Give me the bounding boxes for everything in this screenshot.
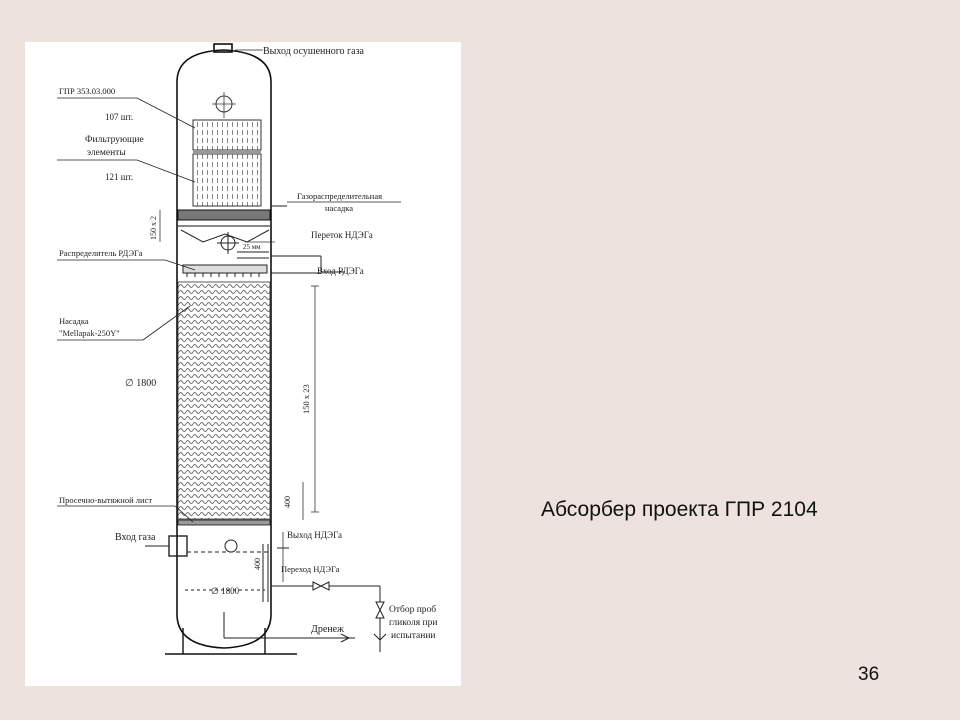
bottom-section xyxy=(145,535,325,639)
glycol-distributor-label: Распределитель РДЭГа xyxy=(59,248,143,258)
packing-bed xyxy=(177,281,271,520)
count-121-label: 121 шт. xyxy=(105,172,133,182)
dim-150x23-label: 150 x 23 xyxy=(301,384,311,414)
dim-25mm-label: 25 мм xyxy=(243,243,261,251)
gas-distribution-label-1: Газораспределительная xyxy=(297,191,382,201)
glycol-inlet-label: Вход РДЭГа xyxy=(317,266,364,276)
dimension-lines xyxy=(159,210,319,582)
external-piping xyxy=(271,205,387,652)
sampling-label-1: Отбор проб xyxy=(389,604,436,615)
overflow-label: Переток НДЭГа xyxy=(311,230,373,240)
packing-label-1: Насадка xyxy=(59,316,89,326)
dim-150x2-label: 150 x 2 xyxy=(149,216,158,240)
absorber-drawing: Выход осушенного газа ГПР 353.03.000 107… xyxy=(25,42,461,686)
count-107-label: 107 шт. xyxy=(105,112,133,122)
glycol-distributor xyxy=(180,229,270,277)
mesh-plate xyxy=(177,519,271,526)
packing-label-2: "Mellapak-250Y" xyxy=(59,328,120,338)
gas-inlet-label: Вход газа xyxy=(115,532,156,543)
slide-caption: Абсорбер проекта ГПР 2104 xyxy=(541,498,818,521)
mesh-plate-label: Просечно-вытяжной лист xyxy=(59,495,152,505)
part-number-label: ГПР 353.03.000 xyxy=(59,86,115,96)
dim-400-lower-label: 400 xyxy=(253,558,262,570)
filter-elements-label-2: элементы xyxy=(87,148,126,158)
filter-elements xyxy=(192,92,262,207)
sampling-label-2: гликоля при xyxy=(389,618,437,628)
ndeg-bypass-label: Переход НДЭГа xyxy=(281,564,340,574)
diameter-label-top: ∅ 1800 xyxy=(125,378,156,389)
leader-lines xyxy=(57,49,401,523)
vessel-shell xyxy=(176,43,272,649)
absorber-schematic: Выход осушенного газа ГПР 353.03.000 107… xyxy=(57,43,437,655)
drain-label: Дренеж xyxy=(311,624,344,635)
diameter-label-bottom: ∅ 1800 xyxy=(211,586,240,596)
support-skirt xyxy=(165,628,297,655)
page-number: 36 xyxy=(858,664,880,685)
dim-400-upper-label: 400 xyxy=(283,496,292,508)
ndeg-outlet-label: Выход НДЭГа xyxy=(287,530,342,540)
filter-elements-label-1: Фильтрующие xyxy=(85,135,144,145)
gas-distribution-label-2: насадка xyxy=(325,203,353,213)
gas-distribution-plate xyxy=(177,209,271,227)
sampling-label-3: испытании xyxy=(391,631,436,641)
outlet-label: Выход осушенного газа xyxy=(263,46,365,57)
